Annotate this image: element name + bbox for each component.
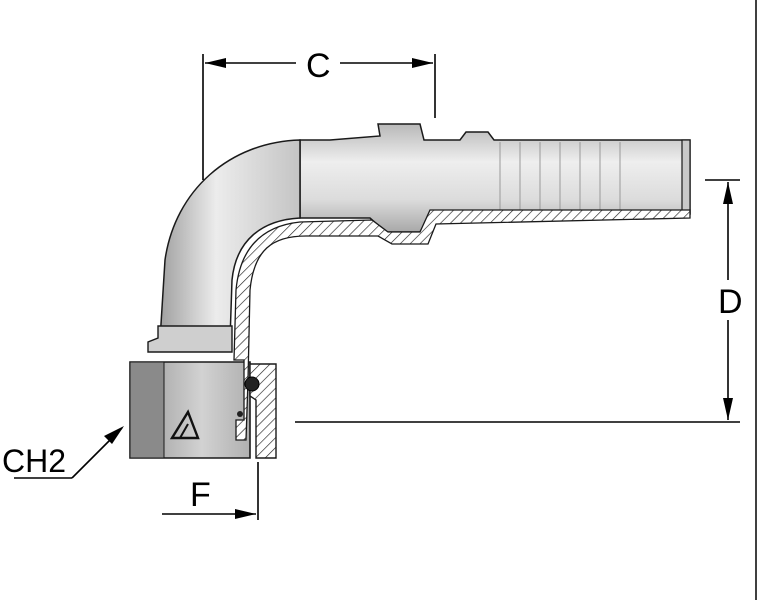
dim-d-label: D (718, 283, 743, 321)
o-ring-small (237, 411, 243, 417)
stem-end (681, 139, 691, 215)
dimension-f: F (162, 462, 259, 520)
stem-outer (299, 123, 691, 233)
fitting-body (129, 123, 691, 459)
triangle-brand-logo (169, 409, 200, 440)
dim-f-label: F (190, 476, 211, 514)
dim-d-arrow-top (723, 182, 733, 204)
ch2-label: CH2 (2, 443, 66, 479)
dim-c-arrow-right (412, 58, 433, 68)
stem-barbs (499, 142, 621, 212)
dimension-c: C (202, 47, 436, 180)
dim-f-arrow-right (235, 509, 256, 519)
dim-d-arrow-bottom (723, 398, 733, 420)
o-ring-seal (244, 376, 260, 392)
dimension-ch2: CH2 (2, 426, 124, 479)
dim-c-arrow-left (205, 58, 226, 68)
collar (147, 325, 233, 353)
section-hatch (233, 209, 691, 441)
hex-nut-face-dark (129, 361, 165, 459)
elbow-bend (159, 139, 301, 341)
ch2-arrow (104, 426, 124, 444)
dim-c-label: C (306, 47, 331, 85)
dimension-d: D (295, 179, 743, 423)
